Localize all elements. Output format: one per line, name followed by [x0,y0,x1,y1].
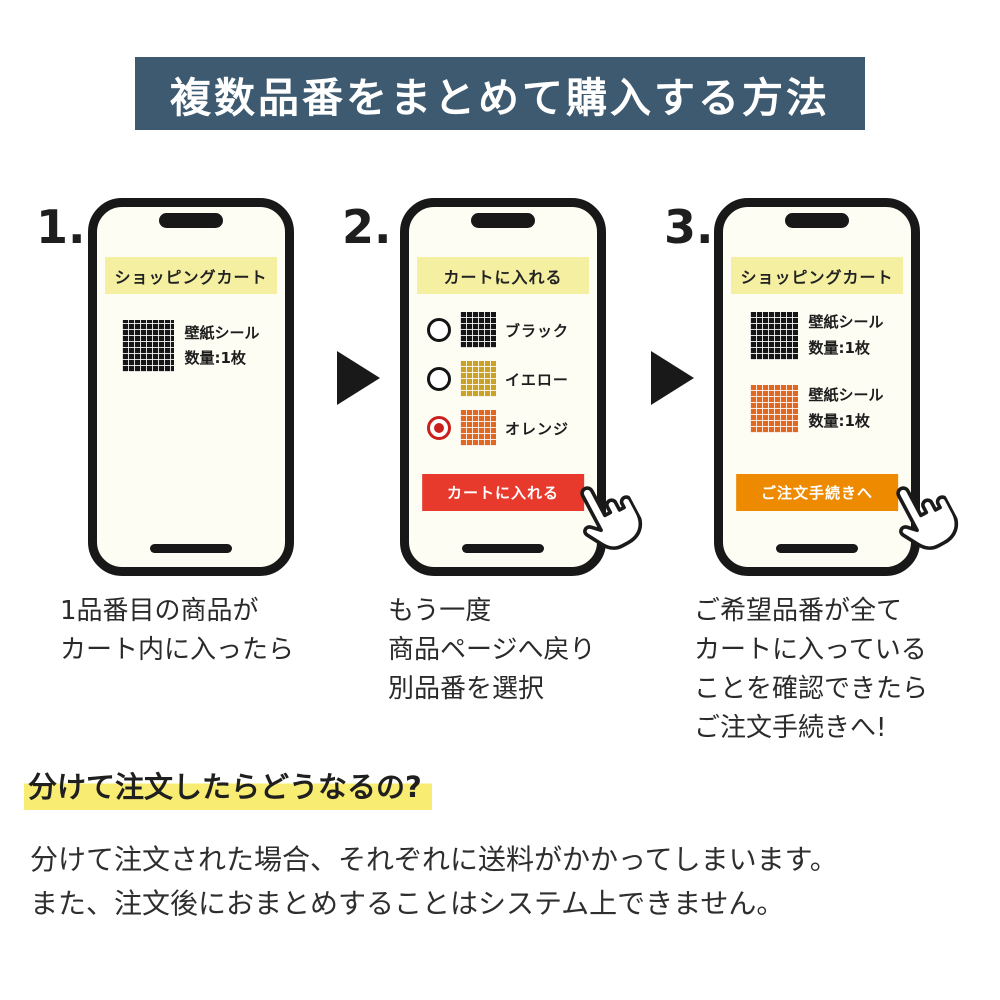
product-name: 壁紙シール [808,313,884,331]
page-title: 複数品番をまとめて購入する方法 [170,73,830,122]
proceed-to-checkout-button[interactable]: ご注文手続きへ [736,474,898,511]
cart-item: 壁紙シール 数量:1枚 [723,310,911,361]
step-3-number: 3. [664,200,714,254]
product-quantity: 数量:1枚 [808,411,870,430]
step-1-caption: 1品番目の商品が カート内に入ったら [60,596,295,665]
faq-heading: 分けて注文したらどうなるの? [24,764,432,810]
radio-orange[interactable] [427,416,451,440]
cart-screen-title: ショッピングカート [104,257,278,294]
header-banner: 複数品番をまとめて購入する方法 [135,57,865,130]
color-option-orange: オレンジ [427,410,597,446]
cart-item-text: 壁紙シール 数量:1枚 [184,321,259,372]
home-indicator [150,544,232,553]
swatch-yellow-icon [460,361,496,397]
add-to-cart-button[interactable]: カートに入れる [422,474,584,511]
swatch-black-icon [460,312,496,348]
radio-black[interactable] [427,318,451,342]
phone-notch [785,213,849,228]
color-option-black: ブラック [427,312,597,348]
color-option-list: ブラック イエロー オレンジ [409,312,597,446]
option-label: オレンジ [505,419,570,438]
cart-item: 壁紙シール 数量:1枚 [723,383,911,434]
product-name: 壁紙シール [184,323,260,342]
cart-item-text: 壁紙シール 数量:1枚 [808,383,883,434]
step-2-number: 2. [342,200,392,254]
option-label: イエロー [505,370,569,389]
product-name: 壁紙シール [808,386,884,404]
step-3-caption: ご希望品番が全て カートに入っている ことを確認できたら ご注文手続きへ! [694,596,929,743]
product-swatch-black-icon [750,311,799,360]
swatch-orange-icon [460,410,496,446]
cart-item: 壁紙シール 数量:1枚 [97,320,285,372]
add-to-cart-screen-title: カートに入れる [416,257,590,294]
hand-cursor-icon [556,467,654,572]
arrow-right-icon [651,351,694,405]
step-1-number: 1. [36,200,86,254]
option-label: ブラック [505,321,570,340]
color-option-yellow: イエロー [427,361,597,397]
phone-step-3: ショッピングカート 壁紙シール 数量:1枚 壁紙シール 数量:1枚 ご注文手続き… [714,198,920,576]
home-indicator [776,544,858,553]
step-2-caption: もう一度 商品ページへ戻り 別品番を選択 [388,596,596,704]
phone-step-1: ショッピングカート 壁紙シール 数量:1枚 [88,198,294,576]
faq-body: 分けて注文された場合、それぞれに送料がかかってしまいます。 また、注文後におまと… [30,843,838,921]
product-swatch-black-icon [122,320,175,372]
hand-cursor-icon [872,467,970,572]
cart-screen-title: ショッピングカート [730,257,904,294]
phone-step-2: カートに入れる ブラック イエロー オレンジ カートに入れる [400,198,606,576]
home-indicator [462,544,544,553]
phone-notch [159,213,223,228]
product-quantity: 数量:1枚 [808,338,870,357]
faq-heading-text: 分けて注文したらどうなるの? [24,770,432,810]
product-swatch-orange-icon [750,384,799,433]
phone-notch [471,213,535,228]
arrow-right-icon [337,351,380,405]
product-quantity: 数量:1枚 [184,349,246,367]
radio-yellow[interactable] [427,367,451,391]
cart-item-text: 壁紙シール 数量:1枚 [808,310,883,361]
